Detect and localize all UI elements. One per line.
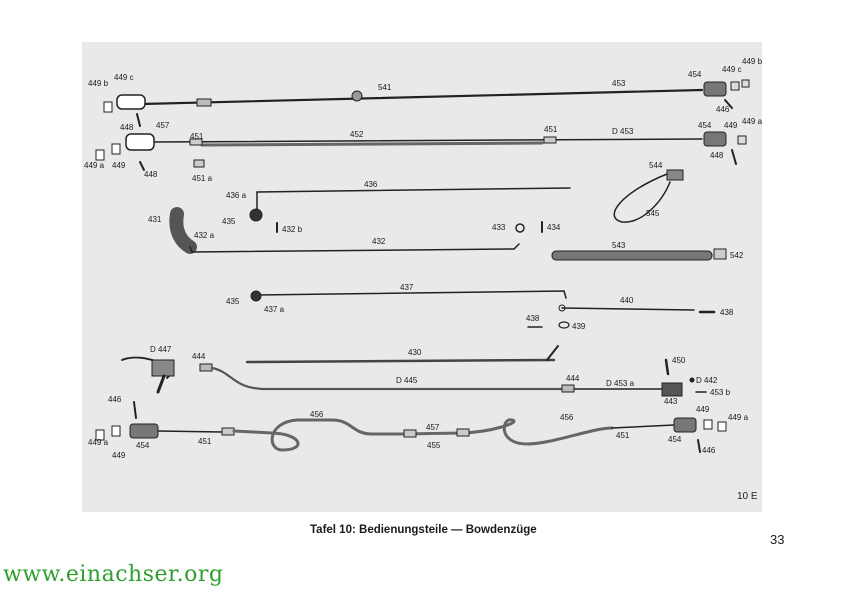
part-label: D 447 <box>150 345 172 354</box>
part-label: 452 <box>350 130 364 139</box>
part-label: 432 <box>372 237 386 246</box>
part-label: D 453 a <box>606 379 635 388</box>
part-label: 449 c <box>722 65 742 74</box>
part-label: 433 <box>492 223 506 232</box>
part-label: 449 b <box>742 57 762 66</box>
part-label: 448 <box>120 123 134 132</box>
part-label: 449 <box>724 121 738 130</box>
part-label: 440 <box>620 296 634 305</box>
part-labels: 449 b 449 c 541 453 454 449 c 449 b 446 … <box>84 57 762 460</box>
part-label: 454 <box>668 435 682 444</box>
part-label: 454 <box>136 441 150 450</box>
part-label: 435 <box>222 217 236 226</box>
part-label: 437 a <box>264 305 285 314</box>
part-label: D 442 <box>696 376 718 385</box>
part-label: 456 <box>310 410 324 419</box>
parts-diagram-plate: 449 b 449 c 541 453 454 449 c 449 b 446 … <box>82 42 762 512</box>
part-label: 453 b <box>710 388 731 397</box>
handle-431-rod-432 <box>169 207 543 254</box>
part-label: 449 a <box>728 413 749 422</box>
rod-440 <box>527 304 716 329</box>
part-label: 451 <box>198 437 212 446</box>
rod-437 <box>250 290 567 302</box>
cable-452 <box>95 131 747 171</box>
part-label: 451 a <box>192 174 213 183</box>
part-label: 446 <box>716 105 730 114</box>
part-label: 451 <box>616 431 630 440</box>
part-label: 454 <box>688 70 702 79</box>
part-label: 454 <box>698 121 712 130</box>
part-label: 449 a <box>88 438 109 447</box>
part-label: D 445 <box>396 376 418 385</box>
part-label: 444 <box>566 374 580 383</box>
plate-label: Tafel 10: <box>310 524 356 536</box>
plate-code: 10 E <box>737 491 758 502</box>
part-label: 449 <box>112 451 126 460</box>
page-number: 33 <box>770 532 785 547</box>
cable-541-453 <box>103 79 750 127</box>
lever-d447-cable-d445 <box>121 356 707 397</box>
part-label: 439 <box>572 322 586 331</box>
part-label: 457 <box>156 121 170 130</box>
part-label: 432 b <box>282 225 303 234</box>
part-label: 438 <box>526 314 540 323</box>
plate-caption: Tafel 10: Bedienungsteile — Bowdenzüge <box>310 524 537 536</box>
part-label: 449 <box>696 405 710 414</box>
part-label: 431 <box>148 215 162 224</box>
part-label: 451 <box>190 132 204 141</box>
part-label: 457 <box>426 423 440 432</box>
plate-title: Bedienungsteile — Bowdenzüge <box>359 524 537 536</box>
spring-loop-545 <box>613 169 684 223</box>
part-label: 435 <box>226 297 240 306</box>
part-label: 436 a <box>226 191 247 200</box>
watermark-url: www.einachser.org <box>3 562 224 587</box>
part-label: 455 <box>427 441 441 450</box>
part-label: 437 <box>400 283 414 292</box>
part-label: 438 <box>720 308 734 317</box>
part-label: 451 <box>544 125 558 134</box>
part-label: 430 <box>408 348 422 357</box>
part-label: 443 <box>664 397 678 406</box>
part-label: 448 <box>710 151 724 160</box>
part-label: 449 b <box>88 79 109 88</box>
rod-436 <box>249 187 571 233</box>
part-label: 542 <box>730 251 744 260</box>
part-label: 444 <box>192 352 206 361</box>
part-label: 545 <box>646 209 660 218</box>
part-label: 449 c <box>114 73 134 82</box>
rod-430 <box>245 345 559 364</box>
part-label: 448 <box>144 170 158 179</box>
part-label: 449 <box>112 161 126 170</box>
part-label: 544 <box>649 161 663 170</box>
part-label: 543 <box>612 241 626 250</box>
part-label: 434 <box>547 223 561 232</box>
cable-456-loops <box>95 401 727 453</box>
tube-543 <box>551 248 727 261</box>
part-label: 446 <box>108 395 122 404</box>
parts-diagram: 449 b 449 c 541 453 454 449 c 449 b 446 … <box>84 57 762 460</box>
part-label: D 453 <box>612 127 634 136</box>
part-label: 449 a <box>742 117 762 126</box>
part-label: 456 <box>560 413 574 422</box>
part-label: 436 <box>364 180 378 189</box>
part-label: 450 <box>672 356 686 365</box>
part-label: 541 <box>378 83 392 92</box>
part-label: 453 <box>612 79 626 88</box>
part-label: 449 a <box>84 161 105 170</box>
part-label: 446 <box>702 446 716 455</box>
part-label: 432 a <box>194 231 215 240</box>
